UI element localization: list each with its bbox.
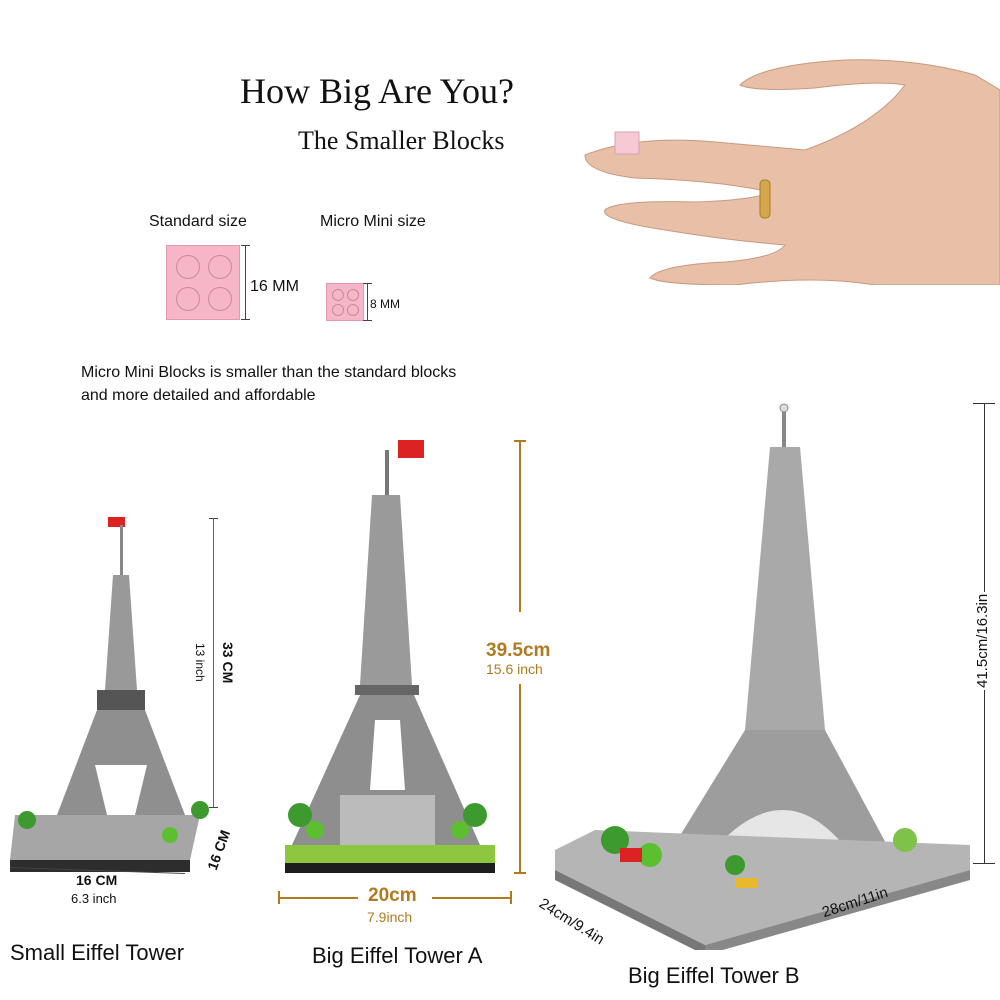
small-height-cm: 33 CM (220, 642, 236, 684)
ring-icon (759, 179, 771, 219)
tower-a-caption: Big Eiffel Tower A (312, 943, 483, 968)
small-eiffel-tower-image (10, 517, 209, 872)
big-tower-a-image (285, 440, 495, 873)
page-subtitle: The Smaller Blocks (298, 126, 505, 155)
tower-a-height-in: 15.6 inch (486, 661, 543, 677)
tower-a-width-in: 7.9inch (367, 909, 413, 925)
small-height-in: 13 inch (193, 643, 207, 682)
flag-icon (398, 440, 424, 458)
tower-a-height-bar-bottom (519, 684, 521, 874)
micro-size-label: Micro Mini size (320, 213, 426, 230)
big-tower-b-image (555, 403, 970, 950)
standard-brick-icon (166, 245, 240, 320)
flag-icon (108, 517, 125, 527)
tower-a-width-bar-right (432, 897, 512, 899)
micro-block-on-finger-icon (614, 131, 640, 155)
page-title: How Big Are You? (240, 71, 515, 111)
tower-a-width-cm: 20cm (368, 885, 417, 906)
small-tower-caption: Small Eiffel Tower (10, 940, 185, 965)
standard-size-label: Standard size (149, 213, 247, 230)
tower-a-height-cm: 39.5cm (486, 640, 551, 661)
small-height-bar (209, 518, 218, 808)
standard-dimension-bar (241, 245, 250, 320)
hand-photo (584, 59, 1000, 285)
small-width-in: 6.3 inch (71, 891, 117, 906)
micro-dimension-label: 8 MM (370, 297, 400, 311)
small-width-cm: 16 CM (76, 872, 118, 888)
standard-dimension-label: 16 MM (250, 278, 299, 295)
micro-dimension-bar (363, 283, 372, 321)
tower-a-width-bar-left (278, 897, 358, 899)
tower-b-height-label: 41.5cm/16.3in (974, 591, 991, 690)
tower-a-height-bar-top (519, 440, 521, 612)
tower-b-caption: Big Eiffel Tower B (628, 963, 800, 988)
block-description: Micro Mini Blocks is smaller than the st… (81, 364, 457, 404)
micro-brick-icon (326, 283, 364, 321)
